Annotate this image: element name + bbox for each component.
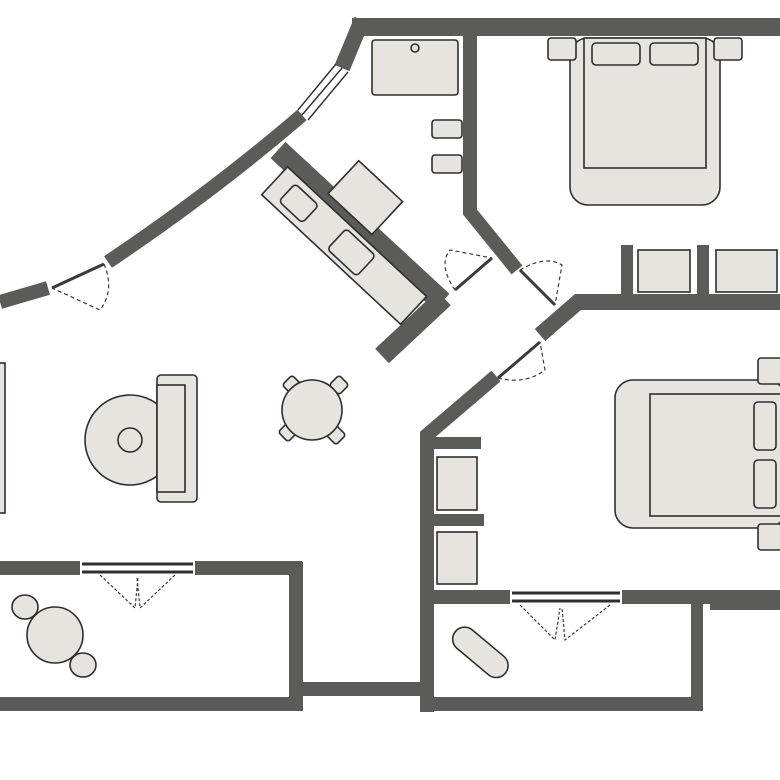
window-balcony-right (512, 591, 620, 603)
coffee-table (117, 427, 143, 453)
kitchen-appliance (326, 159, 404, 236)
pillow (591, 42, 641, 66)
wardrobe (637, 249, 691, 293)
side-cabinet (0, 362, 6, 514)
dining-table (281, 379, 343, 441)
kitchen-wall-end (375, 290, 451, 364)
bathroom-sink (371, 39, 459, 96)
wardrobe (715, 249, 778, 293)
lounge-chair (451, 626, 509, 679)
balcony-chair (69, 652, 97, 678)
nightstand (547, 37, 577, 61)
kitchen-sink (279, 184, 318, 223)
walls (0, 16, 780, 712)
balcony-table (26, 606, 84, 664)
windows (82, 63, 620, 603)
window-curved (297, 63, 349, 121)
nightstand (757, 357, 780, 385)
doors (51, 249, 611, 642)
pillow (753, 401, 777, 451)
sofa-seat (156, 384, 186, 493)
bath-bedroom-wall (463, 20, 523, 275)
sink-tap-icon (410, 43, 420, 53)
balcony-chair (11, 594, 39, 620)
furniture (0, 37, 780, 679)
pillow (649, 42, 699, 66)
door-bathroom (444, 249, 493, 292)
window-balcony-left (82, 562, 193, 574)
bath-fixture-1 (431, 119, 463, 139)
bedroom2-top-wall (534, 294, 780, 342)
door-bedroom-right (497, 340, 546, 381)
stove (328, 229, 375, 276)
kitchen-wall (270, 141, 450, 311)
nightstand (713, 37, 743, 61)
curved-wall (104, 109, 307, 268)
nightstand (757, 523, 780, 551)
door-balcony-right (519, 604, 611, 642)
hallway-wall (420, 370, 501, 712)
outer-wall-top-left (334, 16, 370, 72)
closet (436, 531, 478, 585)
door-entry (51, 262, 110, 311)
pillow (753, 459, 777, 509)
outer-wall-left (0, 281, 50, 309)
door-bedroom-top (518, 260, 563, 307)
door-balcony-left (99, 574, 176, 610)
closet (436, 456, 478, 511)
kitchen-counter (260, 165, 428, 326)
bath-fixture-2 (431, 154, 463, 174)
